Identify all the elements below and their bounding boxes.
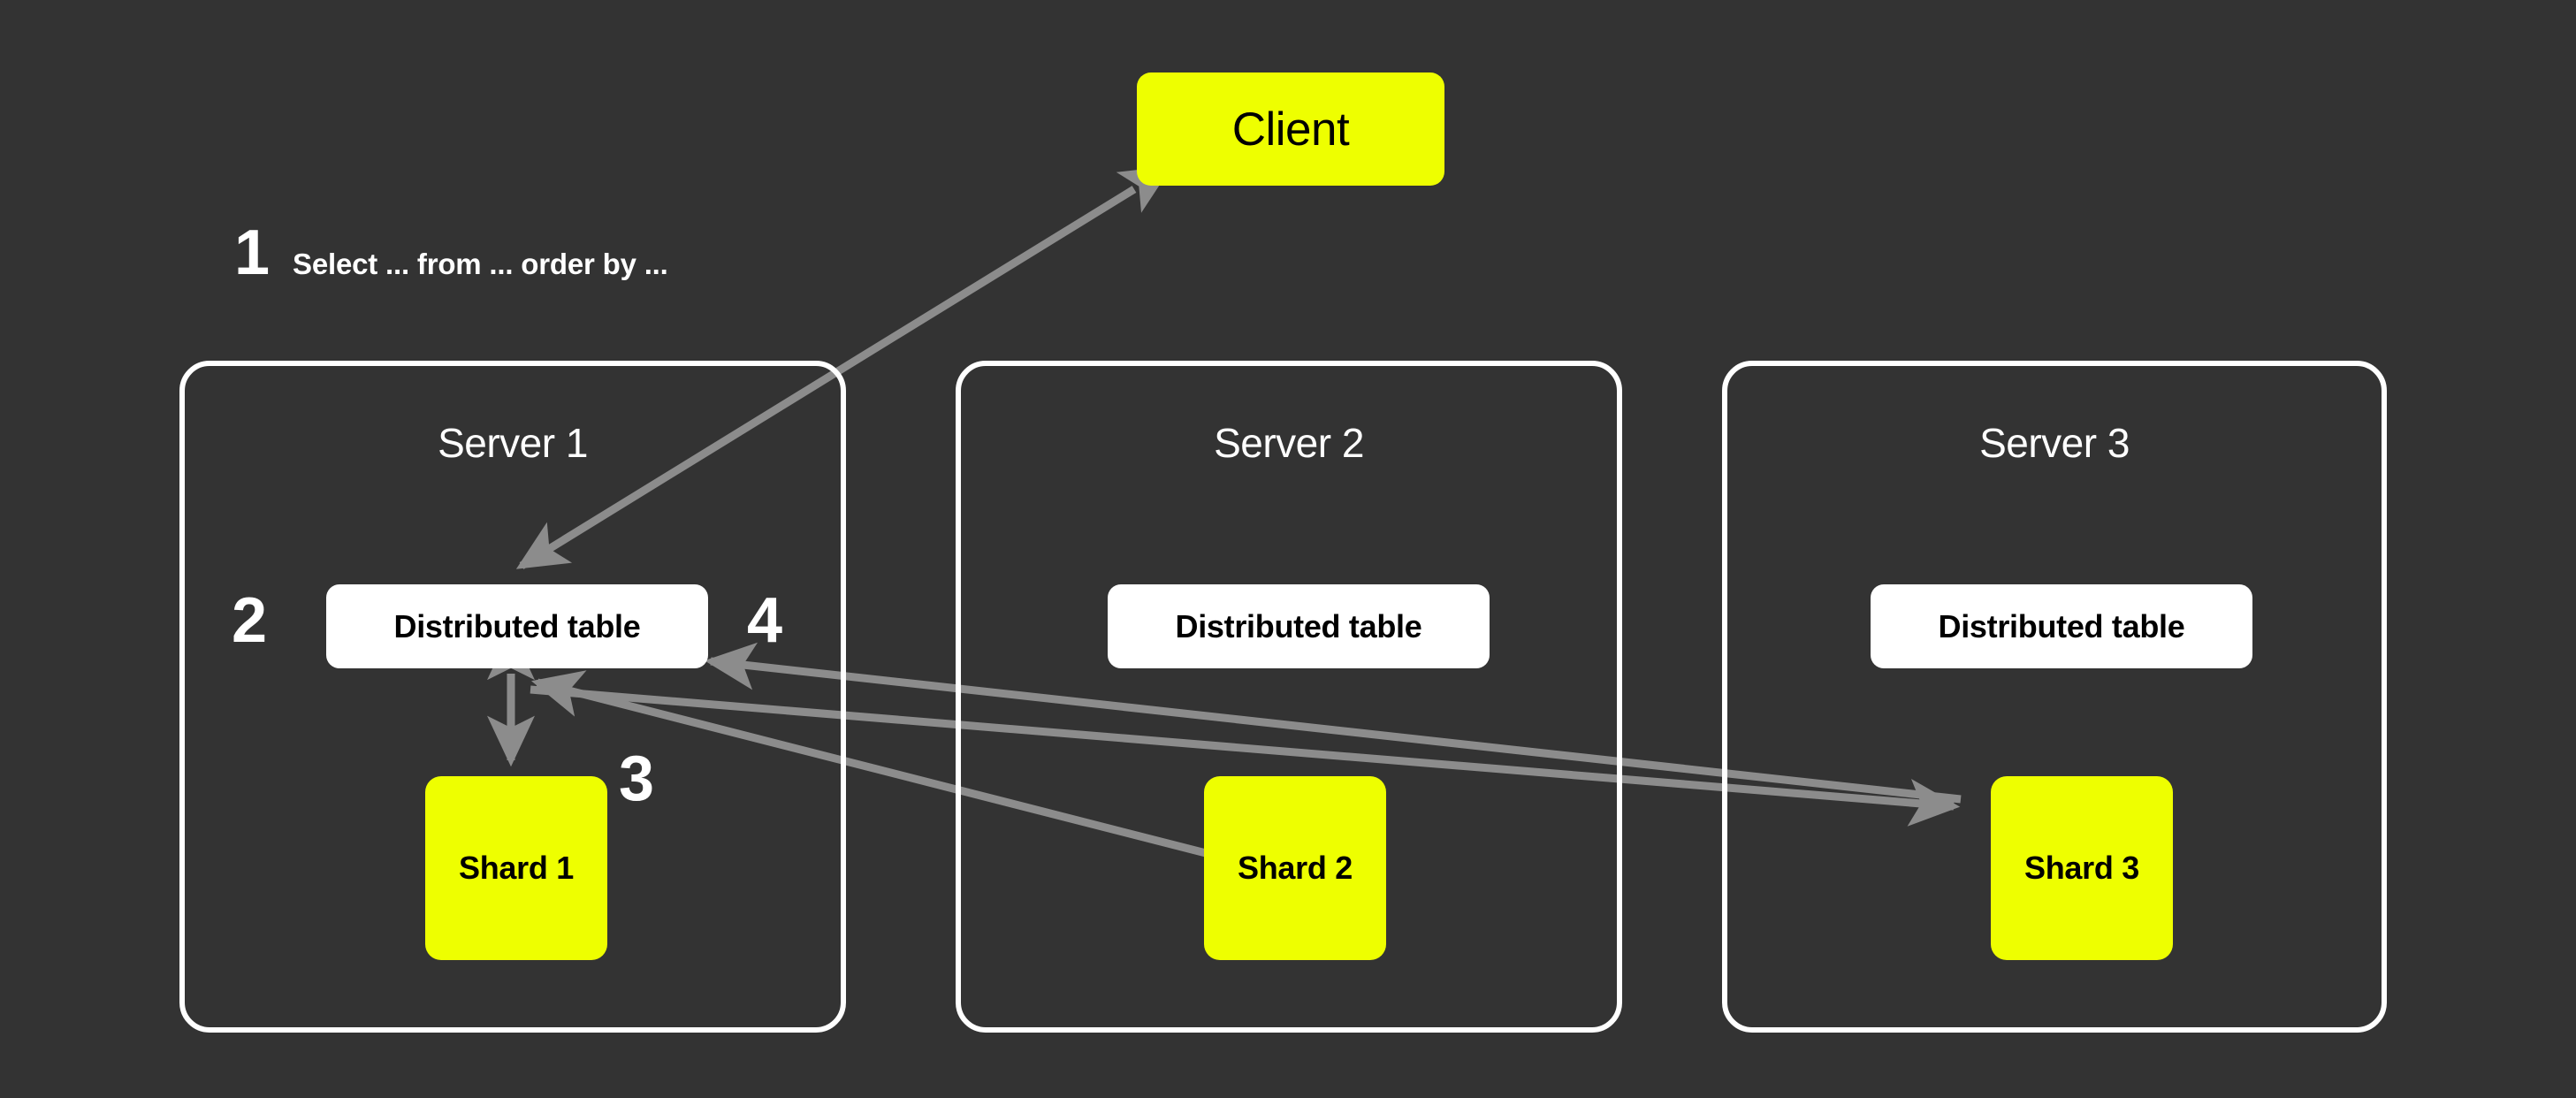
client-label: Client [1231, 103, 1350, 156]
server-box-1[interactable]: Server 1 Distributed table Shard 1 [179, 361, 846, 1033]
client-node[interactable]: Client [1137, 72, 1444, 186]
server-title-3: Server 3 [1979, 420, 2130, 466]
server-box-3[interactable]: Server 3 Distributed table Shard 3 [1722, 361, 2387, 1033]
shard-node-1[interactable]: Shard 1 [425, 776, 607, 960]
query-text: Select ... from ... order by ... [293, 248, 668, 280]
server-title-2: Server 2 [1214, 420, 1364, 466]
distributed-table-label-1: Distributed table [393, 607, 641, 644]
server-box-2[interactable]: Server 2 Distributed table Shard 2 [956, 361, 1622, 1033]
shard-label-2: Shard 2 [1238, 850, 1353, 886]
distributed-table-label-2: Distributed table [1175, 607, 1422, 644]
shard-label-1: Shard 1 [459, 850, 574, 886]
query-caption: 1 Select ... from ... order by ... [234, 221, 668, 285]
step-number-2: 2 [232, 585, 268, 656]
shard-node-3[interactable]: Shard 3 [1991, 776, 2173, 960]
step-number-1: 1 [234, 217, 271, 288]
distributed-table-label-3: Distributed table [1938, 607, 2185, 644]
server-title-1: Server 1 [438, 420, 588, 466]
shard-node-2[interactable]: Shard 2 [1204, 776, 1386, 960]
distributed-table-2[interactable]: Distributed table [1108, 584, 1490, 668]
distributed-table-3[interactable]: Distributed table [1871, 584, 2252, 668]
step-number-3: 3 [619, 743, 655, 814]
distributed-table-1[interactable]: Distributed table [326, 584, 708, 668]
shard-label-3: Shard 3 [2024, 850, 2139, 886]
step-number-4: 4 [747, 585, 783, 656]
